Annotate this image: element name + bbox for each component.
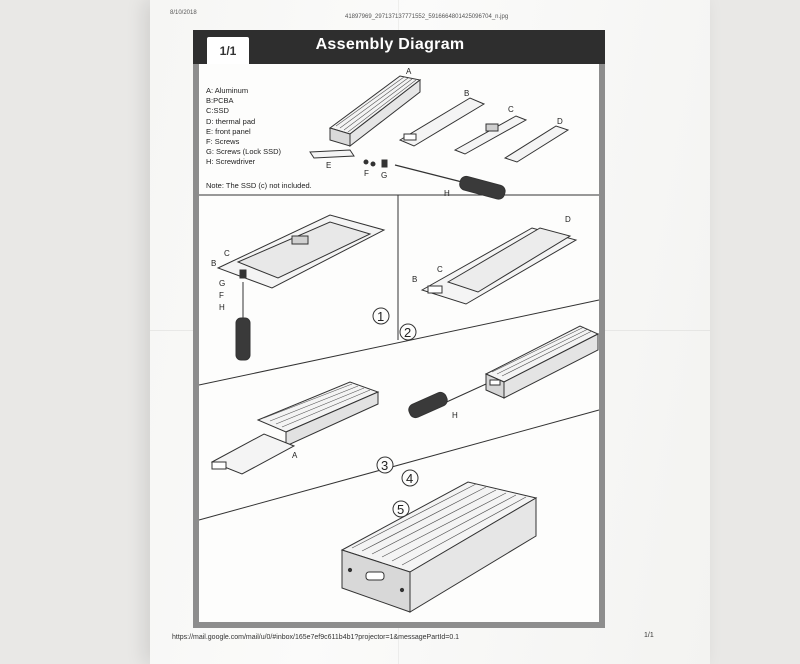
part-item-a: A: Aluminum (206, 86, 249, 95)
print-date: 8/10/2018 (170, 10, 197, 16)
part-item-f: F: Screws (206, 137, 240, 147)
step-3-usb-connector (211, 461, 227, 470)
step-5-illustration (340, 481, 538, 613)
step-1-callout-b: B (211, 259, 216, 268)
print-page-number: 1/1 (644, 632, 654, 639)
step-4-case-side (503, 333, 599, 399)
step-2-callout-b: B (412, 275, 417, 284)
section-divider-diagonal-2 (198, 409, 600, 521)
step-1-number: 1 (377, 309, 384, 324)
step-3-callout-a: A (292, 451, 298, 460)
callout-f: F (364, 169, 369, 178)
step-5-case-side (409, 497, 537, 613)
step-2-badge (399, 323, 417, 341)
callout-h: H (444, 189, 450, 198)
step-1-callout-g: G (219, 279, 225, 288)
section-divider-diagonal-1 (198, 299, 600, 386)
step-2-illustration (420, 227, 578, 305)
callout-a: A (406, 67, 412, 76)
step-4-screwdriver-shaft (439, 383, 487, 406)
part-item-b: B:PCBA (206, 96, 234, 106)
step-2-number: 2 (404, 325, 411, 340)
front-panel (309, 149, 355, 159)
step-4-fins (491, 326, 593, 377)
step-4-number: 4 (406, 471, 413, 486)
part-item-g: G: Screws (Lock SSD) (206, 147, 282, 157)
screw-f-2 (370, 161, 376, 167)
screwdriver-shaft (394, 164, 463, 183)
screw-f (363, 159, 369, 165)
aluminum-case-side (349, 78, 421, 148)
heatsink-fins (335, 76, 417, 133)
step-3-case-side (285, 391, 379, 447)
step-1-callout-h: H (219, 303, 225, 312)
pcba-board (398, 97, 486, 147)
step-4-illustration (408, 325, 600, 419)
step-3-badge (376, 456, 394, 474)
step-1-screw-g (239, 269, 247, 279)
screw-g (381, 159, 388, 168)
part-item-h: H: Screwdriver (206, 157, 256, 167)
step-1-chip (291, 235, 309, 245)
step-3-illustration (210, 381, 380, 475)
ssd-chip (485, 123, 499, 132)
print-filename: 41897969_297137137771552_591666480142509… (345, 14, 509, 20)
part-item-e: E: front panel (206, 126, 251, 136)
step-5-fins (351, 483, 527, 566)
step-5-number: 5 (397, 502, 404, 517)
part-item-d: D: thermal pad (206, 116, 256, 126)
part-item-c: C:SSD (206, 106, 229, 116)
ssd-card (453, 115, 528, 155)
step-5-usb-c-port (365, 571, 385, 581)
print-url: https://mail.google.com/mail/u/0/#inbox/… (172, 634, 460, 641)
step-3-number: 3 (381, 458, 388, 473)
step-1-callout-f: F (219, 291, 224, 300)
step-1-callout-c: C (224, 249, 230, 258)
step-5-badge (392, 500, 410, 518)
thermal-pad (503, 125, 570, 163)
usb-connector (403, 133, 417, 141)
step-4-badge (401, 469, 419, 487)
parts-list: A: Aluminum B:PCBA C:SSD D: thermal pad … (206, 86, 281, 168)
step-2-usb-connector (427, 285, 443, 294)
step-1-illustration (216, 214, 386, 361)
callout-b: B (464, 89, 469, 98)
step-2-thermal-pad (446, 227, 572, 293)
callout-e: E (326, 161, 331, 170)
ssd-note: Note: The SSD (c) not included. (206, 181, 312, 190)
screwdriver-handle (459, 175, 506, 200)
header-bar (193, 30, 605, 64)
page-tab: 1/1 (206, 36, 250, 64)
step-4-screwdriver-handle (408, 391, 448, 419)
step-1-ssd (236, 221, 372, 279)
callout-c: C (508, 105, 514, 114)
callout-d: D (557, 117, 563, 126)
step-5-screw-right (399, 587, 405, 593)
step-1-screwdriver-handle (235, 317, 251, 361)
callout-g: G (381, 171, 387, 180)
exploded-parts (309, 75, 570, 200)
page-title: Assembly Diagram (315, 36, 465, 53)
step-4-callout-h: H (452, 411, 458, 420)
step-3-fins (263, 383, 371, 428)
step-3-pcba-sliding (210, 433, 296, 475)
step-4-usb-port (489, 379, 501, 386)
step-2-callout-c: C (437, 265, 443, 274)
step-2-callout-d: D (565, 215, 571, 224)
step-5-screw-left (347, 567, 353, 573)
step-1-badge (372, 307, 390, 325)
